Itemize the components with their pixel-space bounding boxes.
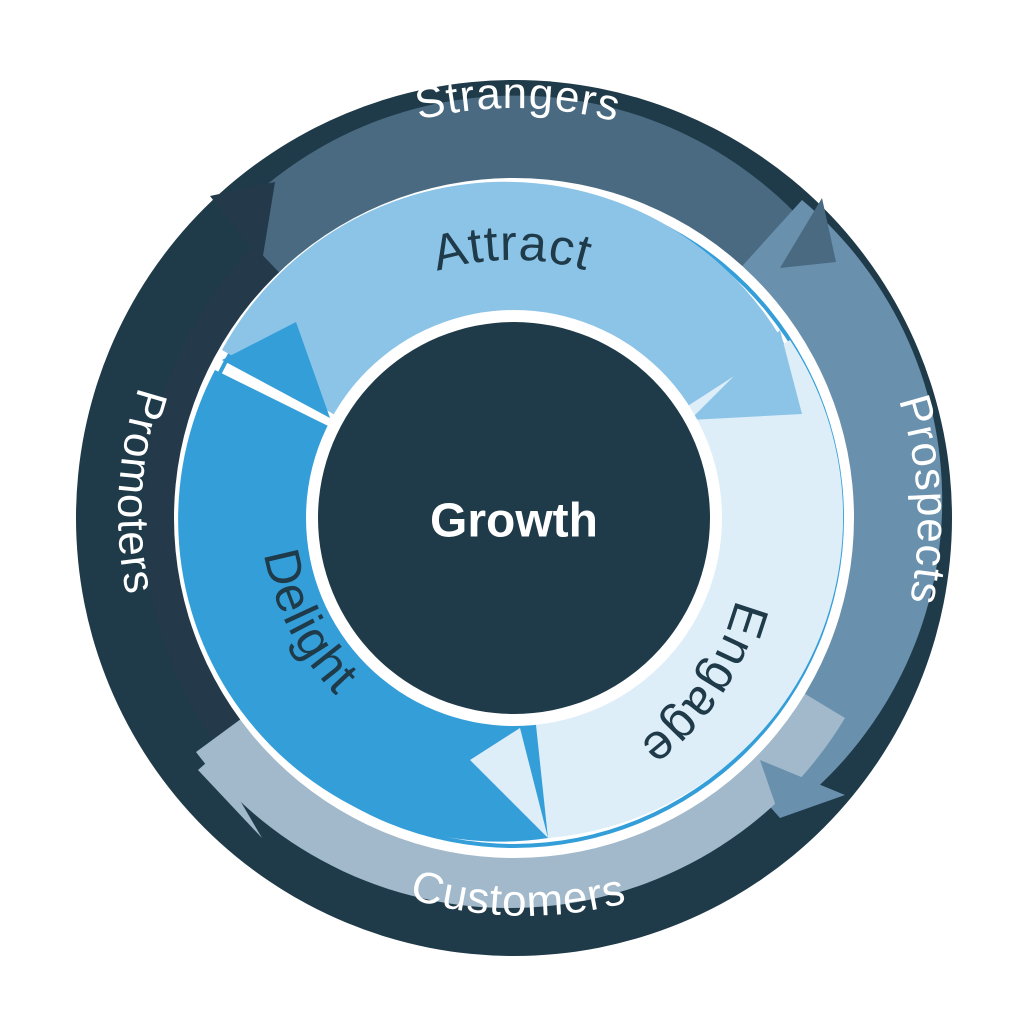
inner-arrow-attract <box>690 330 802 420</box>
outer-arrow-prospects <box>760 760 845 818</box>
inner-arrow-delight <box>222 322 330 418</box>
center-label: Growth <box>430 495 598 548</box>
outer-arrow-strangers <box>780 198 836 268</box>
center-circle <box>318 322 710 714</box>
outer-arrow-promoters <box>210 182 275 262</box>
outer-arrow-customers <box>198 756 262 838</box>
inner-label-attract: Attract <box>427 215 599 282</box>
inner-arrow-engage <box>470 728 548 838</box>
